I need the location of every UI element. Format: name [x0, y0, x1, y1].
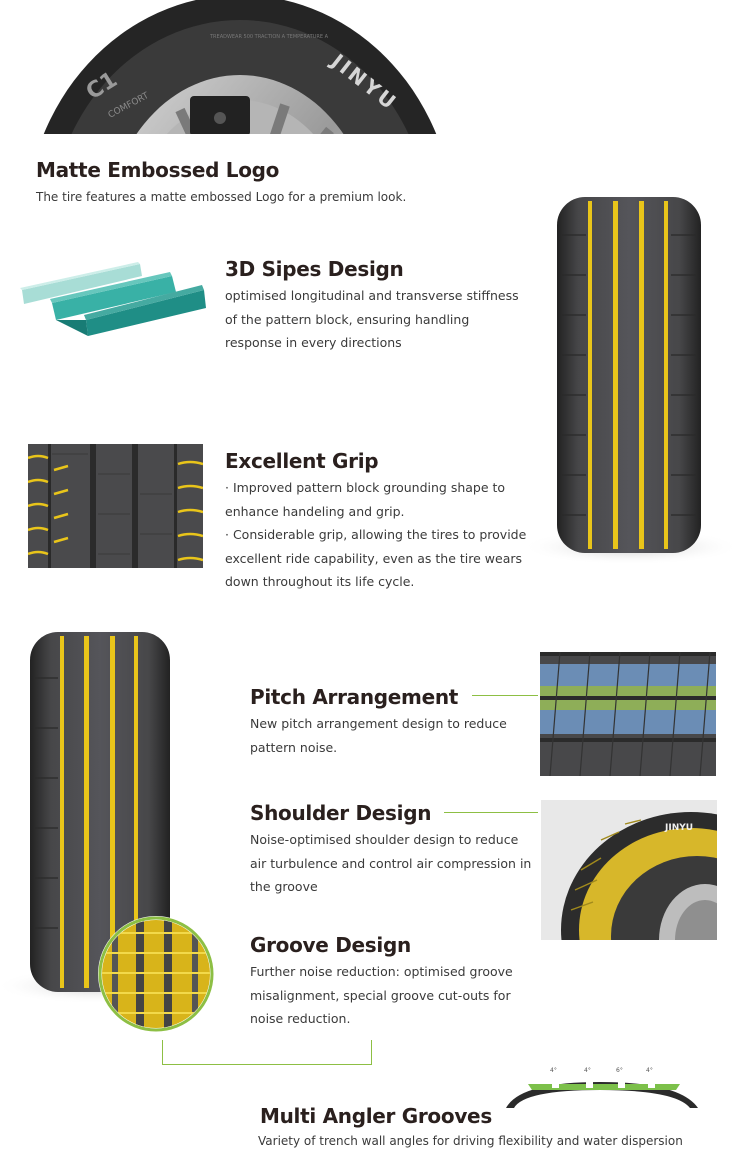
groove-text: Further noise reduction: optimised groov…	[250, 960, 513, 1031]
grip-line: · Considerable grip, allowing the tires …	[225, 527, 527, 542]
groove-bracket-right	[371, 1040, 372, 1065]
logo-title: Matte Embossed Logo	[36, 158, 280, 182]
hero-sidewall-text: TREADWEAR 500 TRACTION A TEMPERATURE A	[209, 34, 329, 40]
groove-bracket-bottom	[162, 1064, 372, 1065]
angler-title: Multi Angler Grooves	[260, 1104, 492, 1128]
pitch-title: Pitch Arrangement	[250, 685, 459, 709]
tire-front-view-left-image	[0, 628, 225, 1038]
groove-line: misalignment, special groove cut-outs fo…	[250, 987, 511, 1003]
shoulder-line: air turbulence and control air compressi…	[250, 855, 532, 871]
sipes-line: optimised longitudinal and transverse st…	[225, 288, 519, 303]
shoulder-brand-text: JINYU	[664, 823, 693, 833]
shoulder-text: Noise-optimised shoulder design to reduc…	[250, 828, 531, 899]
pitch-text: New pitch arrangement design to reduce p…	[250, 712, 507, 759]
groove-line: Further noise reduction: optimised groov…	[250, 964, 513, 979]
sipes-line: of the pattern block, ensuring handling	[225, 311, 470, 327]
tire-front-view-image	[521, 195, 736, 575]
shoulder-tire-image: JINYU	[541, 800, 736, 1048]
angle-label: 4°	[646, 1067, 653, 1074]
grip-line: enhance handeling and grip.	[225, 503, 405, 519]
grip-line: excellent ride capability, even as the t…	[225, 550, 523, 566]
shoulder-connector-line	[444, 812, 538, 813]
shoulder-line: the groove	[250, 879, 318, 894]
grip-line: · Improved pattern block grounding shape…	[225, 480, 506, 495]
shoulder-line: Noise-optimised shoulder design to reduc…	[250, 832, 519, 847]
groove-bracket-left	[162, 1040, 163, 1065]
pitch-line: New pitch arrangement design to reduce	[250, 716, 507, 731]
angle-label: 4°	[550, 1067, 557, 1074]
groove-line: noise reduction.	[250, 1011, 351, 1026]
sipes-text: optimised longitudinal and transverse st…	[225, 284, 519, 355]
shoulder-title: Shoulder Design	[250, 801, 432, 825]
pitch-connector-line	[472, 695, 538, 696]
angle-label: 6°	[616, 1067, 623, 1074]
hero-sidewall-image: C1 COMFORT JINYU TREADWEAR 500 TRACTION …	[30, 0, 450, 136]
pitch-tread-image	[540, 651, 716, 777]
sipes-line: response in every directions	[225, 335, 402, 350]
pitch-line: pattern noise.	[250, 739, 338, 755]
angler-text: Variety of trench wall angles for drivin…	[258, 1134, 683, 1148]
sipes-title: 3D Sipes Design	[225, 257, 404, 281]
sipes-3d-image	[16, 258, 211, 343]
groove-profile-image: 4° 4° 6° 4°	[500, 1060, 705, 1115]
grip-text: · Improved pattern block grounding shape…	[225, 476, 526, 594]
grip-title: Excellent Grip	[225, 449, 379, 473]
groove-title: Groove Design	[250, 933, 411, 957]
logo-text: The tire features a matte embossed Logo …	[36, 190, 407, 204]
angle-label: 4°	[584, 1067, 591, 1074]
grip-tread-image	[27, 444, 204, 568]
grip-line: down throughout its life cycle.	[225, 574, 415, 589]
